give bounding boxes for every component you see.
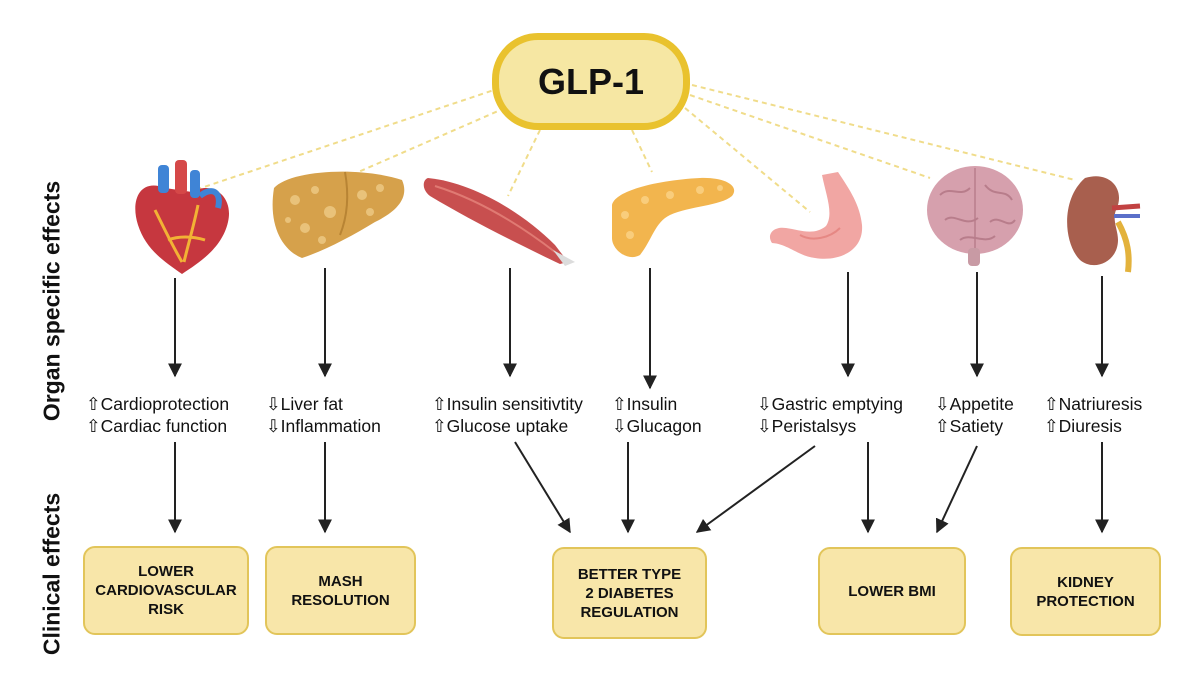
effect-line: ⇧Cardioprotection: [86, 394, 230, 414]
connector-pancreas: [631, 129, 653, 173]
effect-kidney: ⇧Natriuresis ⇧Diuresis: [1044, 393, 1142, 437]
outcome-mash: MASH RESOLUTION: [265, 546, 416, 635]
pancreas-icon: [612, 177, 735, 258]
outcome-line: 2 DIABETES: [585, 584, 674, 602]
outcome-diabetes: BETTER TYPE 2 DIABETES REGULATION: [552, 547, 707, 639]
outcome-line: KIDNEY: [1057, 573, 1114, 591]
outcome-kidney: KIDNEY PROTECTION: [1010, 547, 1161, 636]
organ-effect-arrows: [168, 268, 1109, 390]
effect-liver: ⇩Liver fat ⇩Inflammation: [266, 393, 381, 437]
effect-muscle: ⇧Insulin sensitivtity ⇧Glucose uptake: [432, 393, 583, 437]
connector-stomach: [684, 107, 811, 213]
outcome-line: RESOLUTION: [291, 591, 390, 609]
effect-line: ⇧Glucose uptake: [432, 416, 569, 436]
effect-line: ⇩Gastric emptying: [757, 394, 903, 414]
arrow-stomach-diabetes: [695, 445, 816, 533]
brain-icon: [927, 166, 1023, 266]
effect-line: ⇧Insulin: [612, 394, 678, 414]
connector-muscle: [507, 129, 541, 197]
effect-heart: ⇧Cardioprotection ⇧Cardiac function: [86, 393, 229, 437]
kidney-icon: [1067, 176, 1141, 273]
effect-line: ⇧Satiety: [935, 416, 1004, 436]
effect-outcome-arrows: [168, 441, 1109, 534]
effect-line: ⇩Glucagon: [612, 416, 702, 436]
glp1-hub: GLP-1: [492, 33, 690, 130]
arrow-muscle-outcome: [514, 441, 571, 534]
outcome-line: LOWER: [138, 563, 194, 580]
side-label-organ: Organ specific effects: [38, 180, 65, 422]
outcome-line: CARDIOVASCULAR: [95, 582, 237, 599]
effect-stomach: ⇩Gastric emptying ⇩Peristalsys: [757, 393, 903, 437]
heart-icon: [135, 160, 230, 274]
muscle-icon: [423, 178, 575, 266]
hub-label: GLP-1: [537, 60, 644, 102]
effect-line: ⇩Inflammation: [266, 416, 381, 436]
effect-line: ⇧Cardiac function: [86, 416, 228, 436]
arrow-brain-bmi: [935, 445, 978, 534]
connector-brain: [689, 94, 931, 179]
outcome-line: BETTER TYPE: [577, 565, 682, 583]
effect-line: ⇩Liver fat: [266, 394, 343, 414]
outcome-line: MASH: [318, 572, 363, 590]
effect-line: ⇩Appetite: [935, 394, 1014, 414]
outcome-line: PROTECTION: [1036, 592, 1135, 610]
outcome-bmi: LOWER BMI: [818, 547, 966, 635]
stomach-icon: [769, 172, 863, 259]
hub-connectors: [194, 84, 1076, 213]
effect-line: ⇧Diuresis: [1044, 416, 1122, 436]
outcome-line: REGULATION: [580, 603, 679, 621]
outcome-cardiovascular: LOWER CARDIOVASCULAR RISK: [83, 546, 249, 635]
connector-liver: [339, 107, 506, 181]
effect-line: ⇧Insulin sensitivtity: [432, 394, 583, 414]
side-label-clinical: Clinical effects: [38, 492, 65, 656]
outcome-line: LOWER BMI: [848, 582, 936, 600]
effect-brain: ⇩Appetite ⇧Satiety: [935, 393, 1014, 437]
effect-pancreas: ⇧Insulin ⇩Glucagon: [612, 393, 702, 437]
outcome-line: RISK: [148, 601, 184, 618]
effect-line: ⇧Natriuresis: [1044, 394, 1143, 414]
liver-icon: [272, 171, 405, 258]
effect-line: ⇩Peristalsys: [757, 416, 857, 436]
connector-kidney: [691, 84, 1076, 181]
